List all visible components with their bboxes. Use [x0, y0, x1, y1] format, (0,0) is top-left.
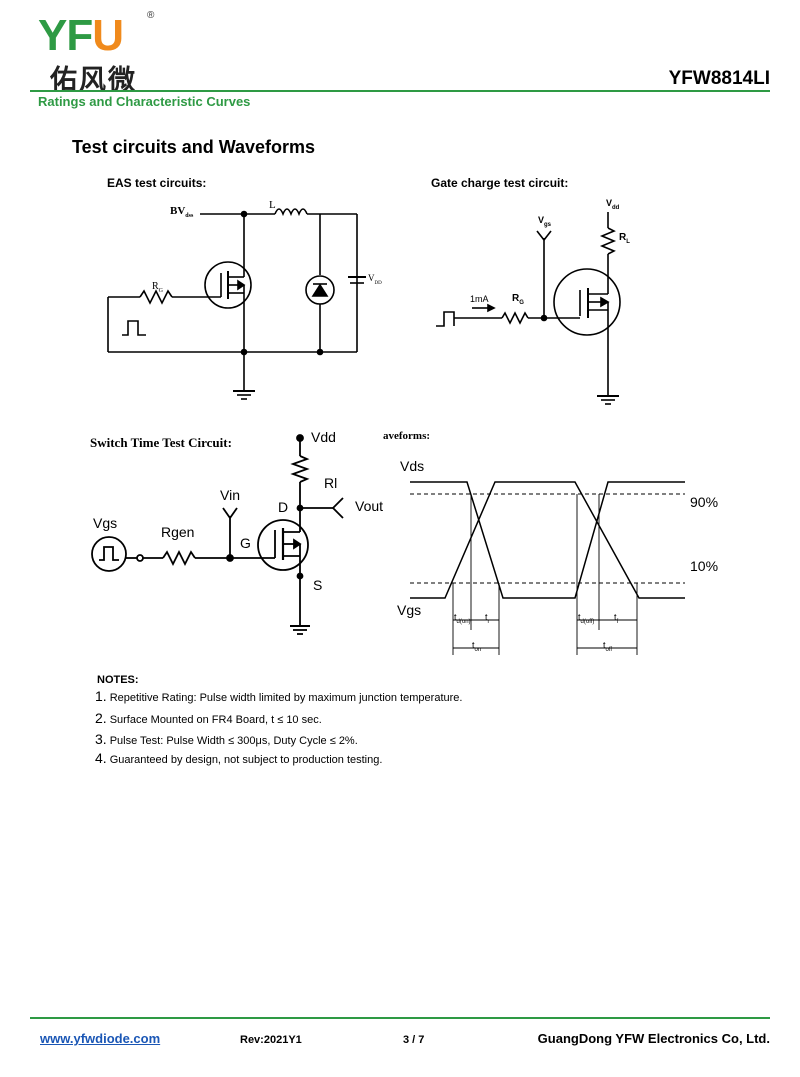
logo-letter-f: F: [66, 11, 93, 60]
header-divider: [30, 90, 770, 92]
switch-rl-label: Rl: [324, 475, 338, 491]
gate-charge-title: Gate charge test circuit:: [431, 176, 569, 190]
ton-label: ton: [472, 640, 482, 653]
notes-title: NOTES:: [97, 674, 139, 686]
logo-letter-y: Y: [38, 11, 67, 60]
header-subtitle: Ratings and Characteristic Curves: [38, 94, 251, 109]
registered-mark: ®: [147, 10, 155, 21]
switch-gate-label: G: [240, 535, 251, 551]
toff-label: toff: [603, 640, 613, 653]
switching-waveform-diagram: [410, 481, 685, 655]
company-name: GuangDong YFW Electronics Co, Ltd.: [537, 1031, 770, 1046]
switch-vout-label: Vout: [355, 498, 384, 514]
footer-divider: [30, 1017, 770, 1019]
gate-rl-label: RL: [619, 232, 630, 245]
switch-vgs-label: Vgs: [93, 515, 118, 531]
revision-label: Rev:2021Y1: [240, 1034, 302, 1046]
level-10-label: 10%: [690, 558, 719, 574]
note-item: 4.Guaranteed by design, not subject to p…: [95, 750, 383, 766]
level-90-label: 90%: [690, 494, 719, 510]
td-off-label: td(off): [578, 612, 595, 625]
waveform-vds-label: Vds: [400, 458, 425, 474]
eas-test-circuit-diagram: [107, 208, 366, 400]
page-number: 3 / 7: [403, 1034, 425, 1046]
gate-charge-circuit-diagram: [436, 212, 621, 405]
logo-wordmark: YFU: [38, 11, 124, 60]
gate-vgs-label: Vgs: [538, 215, 552, 228]
website-link[interactable]: www.yfwdiode.com: [40, 1031, 161, 1046]
tr-label: tr: [485, 612, 490, 625]
part-number: YFW8814LI: [668, 68, 770, 89]
tf-label: tf: [614, 612, 619, 625]
section-title: Test circuits and Waveforms: [72, 137, 316, 157]
gate-vdd-label: Vdd: [606, 198, 620, 211]
switch-time-circuit-diagram: [91, 434, 344, 635]
waveforms-title: aveforms:: [383, 430, 431, 442]
eas-bv-label: BVdss: [170, 205, 194, 220]
note-item: 2.Surface Mounted on FR4 Board, t ≤ 10 s…: [95, 710, 322, 726]
gate-rg-label: RG: [512, 293, 524, 306]
switch-rgen-label: Rgen: [161, 524, 195, 540]
gate-current-label: 1mA: [470, 294, 489, 304]
eas-rg-label: RG: [152, 281, 164, 294]
switch-vin-label: Vin: [220, 487, 240, 503]
eas-circuit-title: EAS test circuits:: [107, 176, 207, 190]
switch-vdd-label: Vdd: [311, 429, 336, 445]
logo-letter-u: U: [92, 11, 124, 60]
eas-vdd-label: VDD: [368, 273, 382, 286]
note-item: 1.Repetitive Rating: Pulse width limited…: [95, 688, 463, 704]
td-on-label: td(on): [454, 612, 471, 625]
waveform-vgs-label: Vgs: [397, 602, 422, 618]
switch-source-label: S: [313, 577, 323, 593]
switch-circuit-title: Switch Time Test Circuit:: [90, 435, 232, 450]
note-item: 3.Pulse Test: Pulse Width ≤ 300μs, Duty …: [95, 731, 358, 747]
switch-drain-label: D: [278, 499, 289, 515]
eas-inductor-label: L: [269, 199, 276, 211]
